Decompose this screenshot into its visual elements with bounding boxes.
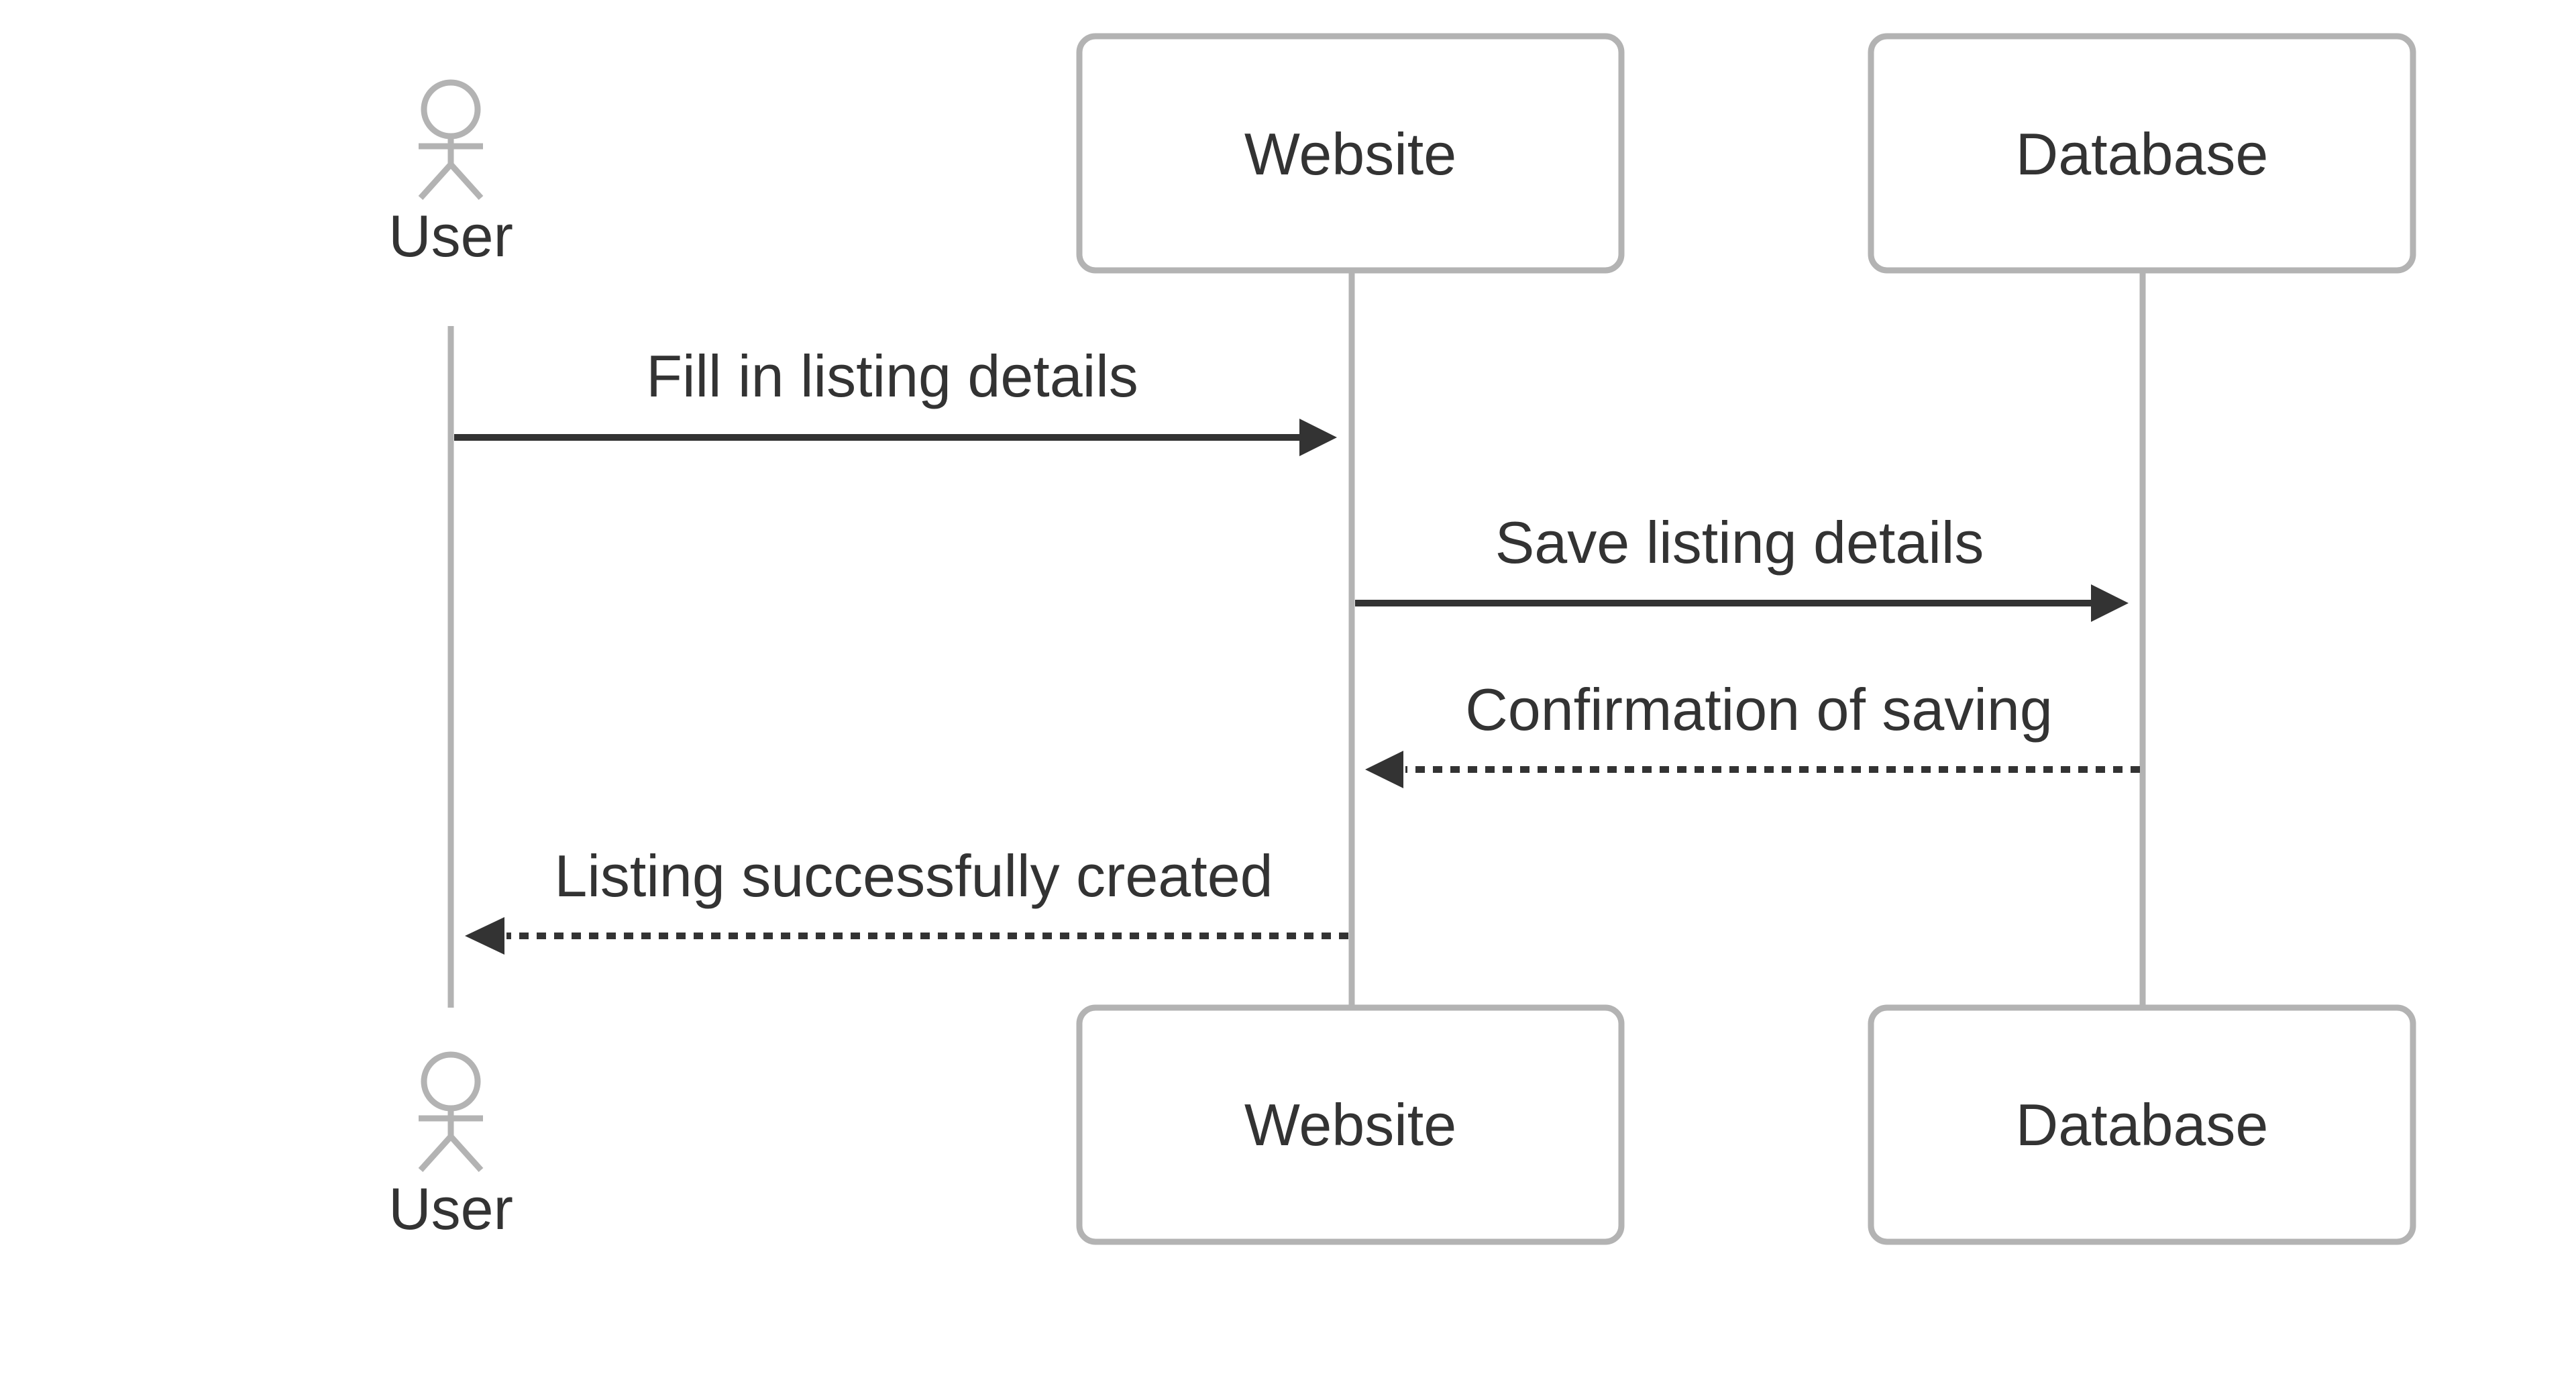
database-label-top: Database <box>2016 121 2269 187</box>
database-participant-top: Database <box>1868 33 2416 274</box>
user-actor-label-top: User <box>388 203 513 269</box>
message-label: Save listing details <box>1495 509 1984 576</box>
stick-figure-icon <box>418 79 484 201</box>
arrowhead-right-icon <box>2091 584 2129 622</box>
message-save-listing-details: Save listing details <box>1355 509 2129 622</box>
database-label-bottom: Database <box>2016 1092 2269 1158</box>
stick-figure-icon <box>418 1051 484 1173</box>
message-label: Listing successfully created <box>554 843 1273 909</box>
database-box-top <box>1868 33 2416 274</box>
website-participant-bottom: Website <box>1076 1004 1625 1245</box>
arrowhead-left-icon <box>1365 751 1403 788</box>
website-box-bottom <box>1076 1004 1625 1245</box>
message-label: Confirmation of saving <box>1465 676 2053 743</box>
message-listing-successfully-created: Listing successfully created <box>465 843 1348 955</box>
website-box-top <box>1076 33 1625 274</box>
website-label-bottom: Website <box>1244 1092 1456 1158</box>
website-label-top: Website <box>1244 121 1456 187</box>
user-actor-top: User <box>388 79 513 269</box>
arrowhead-right-icon <box>1299 419 1337 456</box>
message-fill-in-listing-details: Fill in listing details <box>454 343 1337 456</box>
website-participant-top: Website <box>1076 33 1625 274</box>
user-actor-bottom: User <box>388 1051 513 1242</box>
database-participant-bottom: Database <box>1868 1004 2416 1245</box>
database-box-bottom <box>1868 1004 2416 1245</box>
message-label: Fill in listing details <box>646 343 1138 409</box>
user-actor-label-bottom: User <box>388 1175 513 1242</box>
arrowhead-left-icon <box>465 917 504 955</box>
message-confirmation-of-saving: Confirmation of saving <box>1365 676 2140 788</box>
